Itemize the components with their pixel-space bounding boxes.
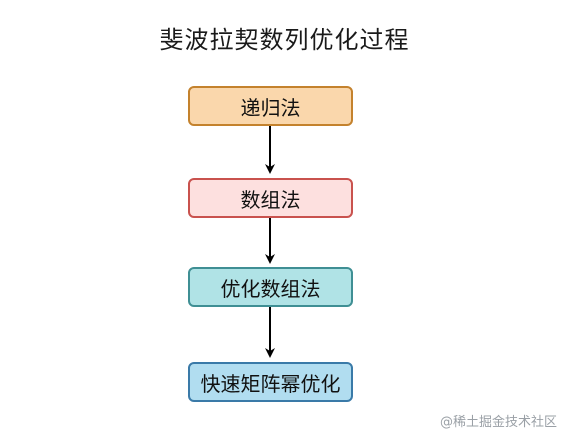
watermark: @稀土掘金技术社区 — [439, 415, 557, 430]
node-recursion: 递归法 — [188, 86, 353, 126]
node-optimized-array-label: 优化数组法 — [220, 276, 321, 301]
node-optimized-array: 优化数组法 — [188, 267, 353, 307]
diagram-title: 斐波拉契数列优化过程 — [159, 26, 410, 54]
node-recursion-label: 递归法 — [240, 95, 301, 120]
node-fast-matrix-power: 快速矩阵幂优化 — [188, 362, 353, 402]
node-array: 数组法 — [188, 178, 353, 218]
node-fast-matrix-power-label: 快速矩阵幂优化 — [200, 371, 341, 396]
node-array-label: 数组法 — [240, 187, 301, 212]
